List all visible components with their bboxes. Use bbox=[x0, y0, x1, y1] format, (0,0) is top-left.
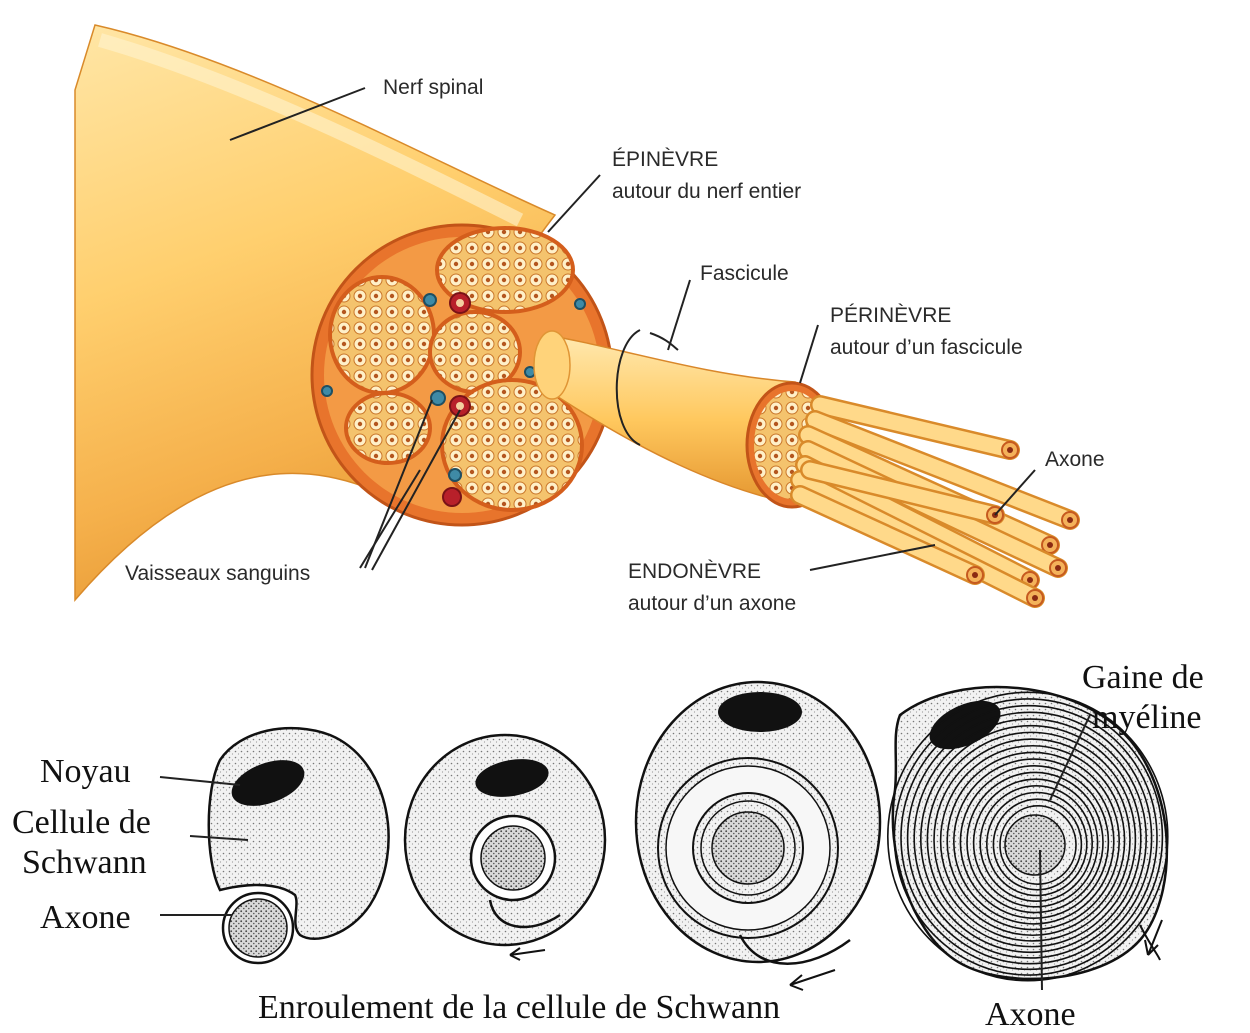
label-axone-left: Axone bbox=[40, 899, 131, 936]
label-nerf-spinal: Nerf spinal bbox=[383, 76, 483, 99]
label-endonevre: ENDONÈVRE bbox=[628, 560, 761, 583]
label-cellule-line2: Schwann bbox=[22, 844, 147, 881]
caption: Enroulement de la cellule de Schwann bbox=[258, 989, 780, 1026]
label-perinevre: PÉRINÈVRE bbox=[830, 304, 951, 327]
label-fascicule: Fascicule bbox=[700, 262, 789, 285]
label-gaine-line2: myéline bbox=[1092, 699, 1202, 736]
label-gaine-line1: Gaine de bbox=[1082, 659, 1204, 696]
schwann-stage-2 bbox=[405, 735, 605, 960]
label-endonevre-desc: autour d’un axone bbox=[628, 592, 796, 615]
axon-core bbox=[1027, 577, 1033, 583]
label-perinevre-desc: autour d’un fascicule bbox=[830, 336, 1023, 359]
axon-core bbox=[1047, 542, 1053, 548]
axon-core bbox=[1007, 447, 1013, 453]
label-epinevre: ÉPINÈVRE bbox=[612, 148, 718, 171]
schwann-stage-1 bbox=[209, 728, 389, 963]
axon-core bbox=[1032, 595, 1038, 601]
label-vaisseaux: Vaisseaux sanguins bbox=[125, 562, 310, 585]
axon-bundle bbox=[800, 405, 1078, 606]
label-cellule-line1: Cellule de bbox=[12, 804, 151, 841]
axon-core bbox=[1055, 565, 1061, 571]
schwann-stage-3 bbox=[636, 682, 880, 990]
schwann-wrapping-sequence: Noyau Cellule de Schwann Axone Gaine de … bbox=[12, 659, 1204, 1033]
label-axone-top: Axone bbox=[1045, 448, 1105, 471]
label-epinevre-desc: autour du nerf entier bbox=[612, 180, 801, 203]
label-noyau: Noyau bbox=[40, 753, 131, 790]
nerve-illustration: Nerf spinal ÉPINÈVRE autour du nerf enti… bbox=[75, 25, 1105, 615]
label-axone-right: Axone bbox=[985, 996, 1076, 1033]
axon-core bbox=[972, 572, 978, 578]
axon-core bbox=[1067, 517, 1073, 523]
